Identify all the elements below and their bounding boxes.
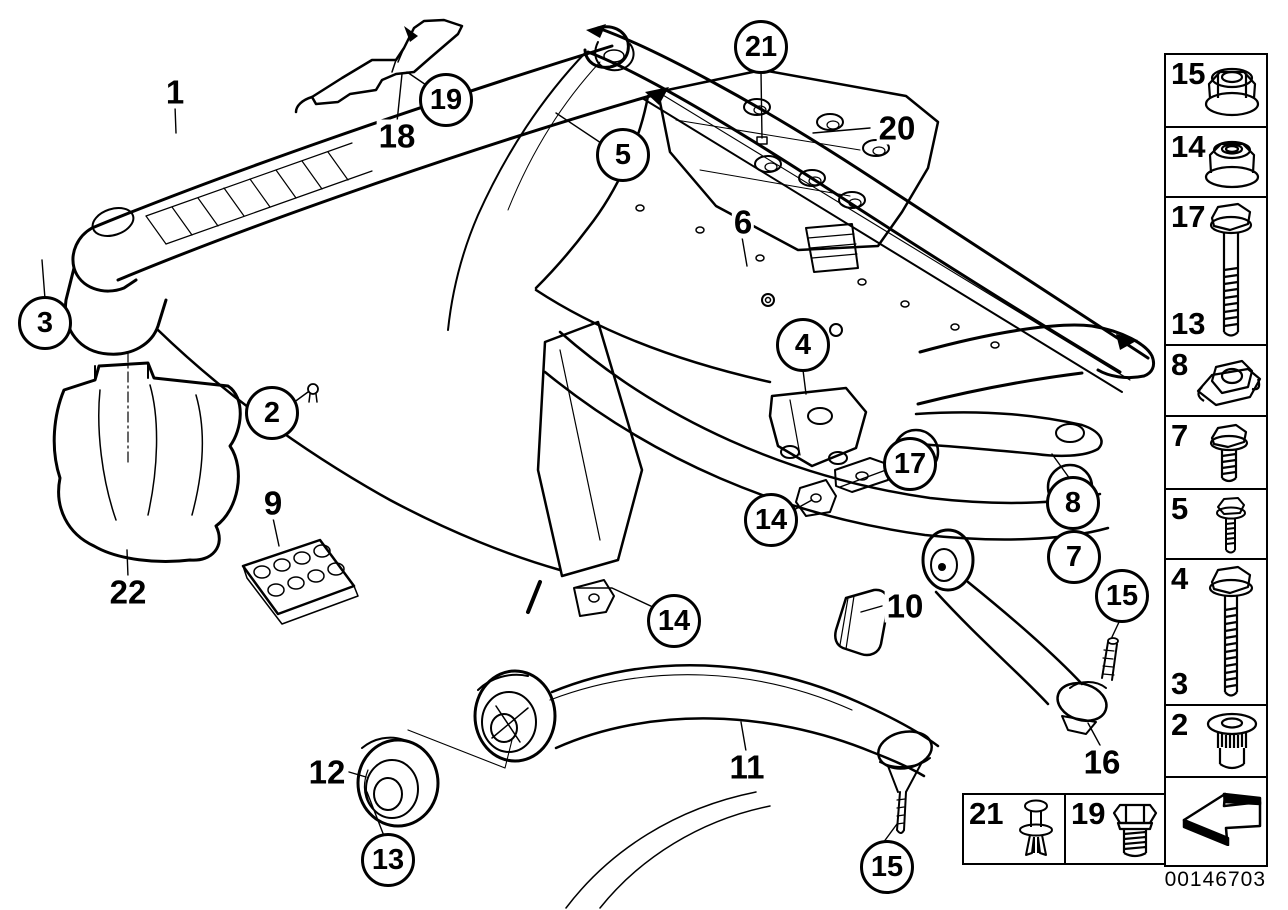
background-arcs — [565, 791, 771, 909]
sidebar-cell-8[interactable]: 8 — [1166, 346, 1266, 417]
sidebar-cell-label: 17 — [1171, 199, 1206, 234]
engine-support-bracket — [573, 386, 868, 617]
callout-15-a[interactable]: 15 — [1095, 569, 1149, 623]
sidebar-cell-14[interactable]: 14 — [1166, 128, 1266, 198]
sidebar-cell-label: 14 — [1171, 129, 1206, 164]
callout-13[interactable]: 13 — [361, 833, 415, 887]
flange-bolt-icon — [1209, 423, 1249, 483]
callout-2[interactable]: 2 — [245, 386, 299, 440]
hardware-sidebar: 15 14 — [1164, 53, 1268, 867]
heat-shield-18 — [294, 18, 464, 114]
control-arm-bushing-12 — [356, 729, 513, 828]
bottom-cell-21[interactable]: 21 — [964, 795, 1064, 863]
callout-9[interactable]: 9 — [261, 484, 285, 522]
stopper-plate-9 — [241, 538, 359, 625]
callout-20[interactable]: 20 — [876, 109, 918, 147]
sidebar-cell-5[interactable]: 5 — [1166, 490, 1266, 560]
callout-6[interactable]: 6 — [731, 203, 755, 241]
callout-21[interactable]: 21 — [734, 20, 788, 74]
lower-control-arm-11 — [473, 663, 940, 834]
hex-bolt-icon — [1112, 803, 1158, 858]
leader-lines — [41, 71, 1121, 844]
flange-lock-nut-icon — [1204, 67, 1260, 117]
sidebar-cell-label: 13 — [1171, 306, 1206, 341]
callout-14-b[interactable]: 14 — [647, 594, 701, 648]
side-member-arch — [447, 25, 1150, 374]
callout-4[interactable]: 4 — [776, 318, 830, 372]
sidebar-cell-2[interactable]: 2 — [1166, 706, 1266, 778]
callout-12[interactable]: 12 — [306, 753, 348, 791]
expansion-rivet-icon — [1019, 799, 1053, 856]
sidebar-cell-label: 5 — [1171, 491, 1189, 526]
callout-7[interactable]: 7 — [1047, 530, 1101, 584]
heat-shield-20 — [656, 68, 940, 273]
bottom-cell-label: 19 — [1071, 796, 1106, 831]
callout-3[interactable]: 3 — [18, 296, 72, 350]
callout-10[interactable]: 10 — [884, 587, 926, 625]
long-hex-bolt-icon — [1209, 202, 1253, 337]
bottom-cell-label: 21 — [969, 796, 1004, 831]
callout-17[interactable]: 17 — [883, 437, 937, 491]
extra-long-bolt-icon — [1208, 565, 1254, 697]
sidebar-cell-label: 15 — [1171, 56, 1206, 91]
screw-2-target — [307, 383, 319, 403]
sidebar-cell-label: 7 — [1171, 418, 1189, 453]
sidebar-cell-7[interactable]: 7 — [1166, 417, 1266, 490]
cage-nut-icon — [1196, 359, 1262, 407]
hardware-bottom-row: 21 — [962, 793, 1166, 865]
sidebar-cell-4-3[interactable]: 4 3 — [1166, 560, 1266, 706]
rubber-buffer-10 — [834, 588, 890, 657]
tension-strut-16 — [921, 528, 1119, 735]
callout-14-a[interactable]: 14 — [744, 493, 798, 547]
rivet-nut-icon — [1206, 712, 1258, 770]
sidebar-cell-label: 3 — [1171, 666, 1189, 701]
callout-5[interactable]: 5 — [596, 128, 650, 182]
thin-long-bolt-icon — [1216, 497, 1246, 554]
diagram-number: 00146703 — [1164, 868, 1266, 891]
callout-18[interactable]: 18 — [376, 117, 418, 155]
carrier-centre-web — [526, 94, 1110, 614]
callout-19[interactable]: 19 — [419, 73, 473, 127]
callout-1[interactable]: 1 — [163, 73, 187, 111]
callout-15-b[interactable]: 15 — [860, 840, 914, 894]
flange-nut-icon — [1204, 140, 1260, 189]
sidebar-cell-15[interactable]: 15 — [1166, 55, 1266, 128]
sidebar-cell-label: 2 — [1171, 707, 1189, 742]
callout-16[interactable]: 16 — [1081, 743, 1123, 781]
sidebar-cell-label: 8 — [1171, 347, 1189, 382]
rear-side-member — [834, 323, 1156, 511]
sidebar-nav-arrow-cell[interactable] — [1166, 778, 1266, 851]
sidebar-cell-17-13[interactable]: 17 13 — [1166, 198, 1266, 346]
bottom-cell-19[interactable]: 19 — [1064, 795, 1164, 863]
callout-11[interactable]: 11 — [727, 748, 767, 786]
sidebar-cell-label: 4 — [1171, 561, 1189, 596]
nav-arrow-icon — [1182, 792, 1262, 846]
callout-22[interactable]: 22 — [107, 573, 149, 611]
callout-8[interactable]: 8 — [1046, 476, 1100, 530]
underbody-insulation-22 — [52, 361, 242, 563]
